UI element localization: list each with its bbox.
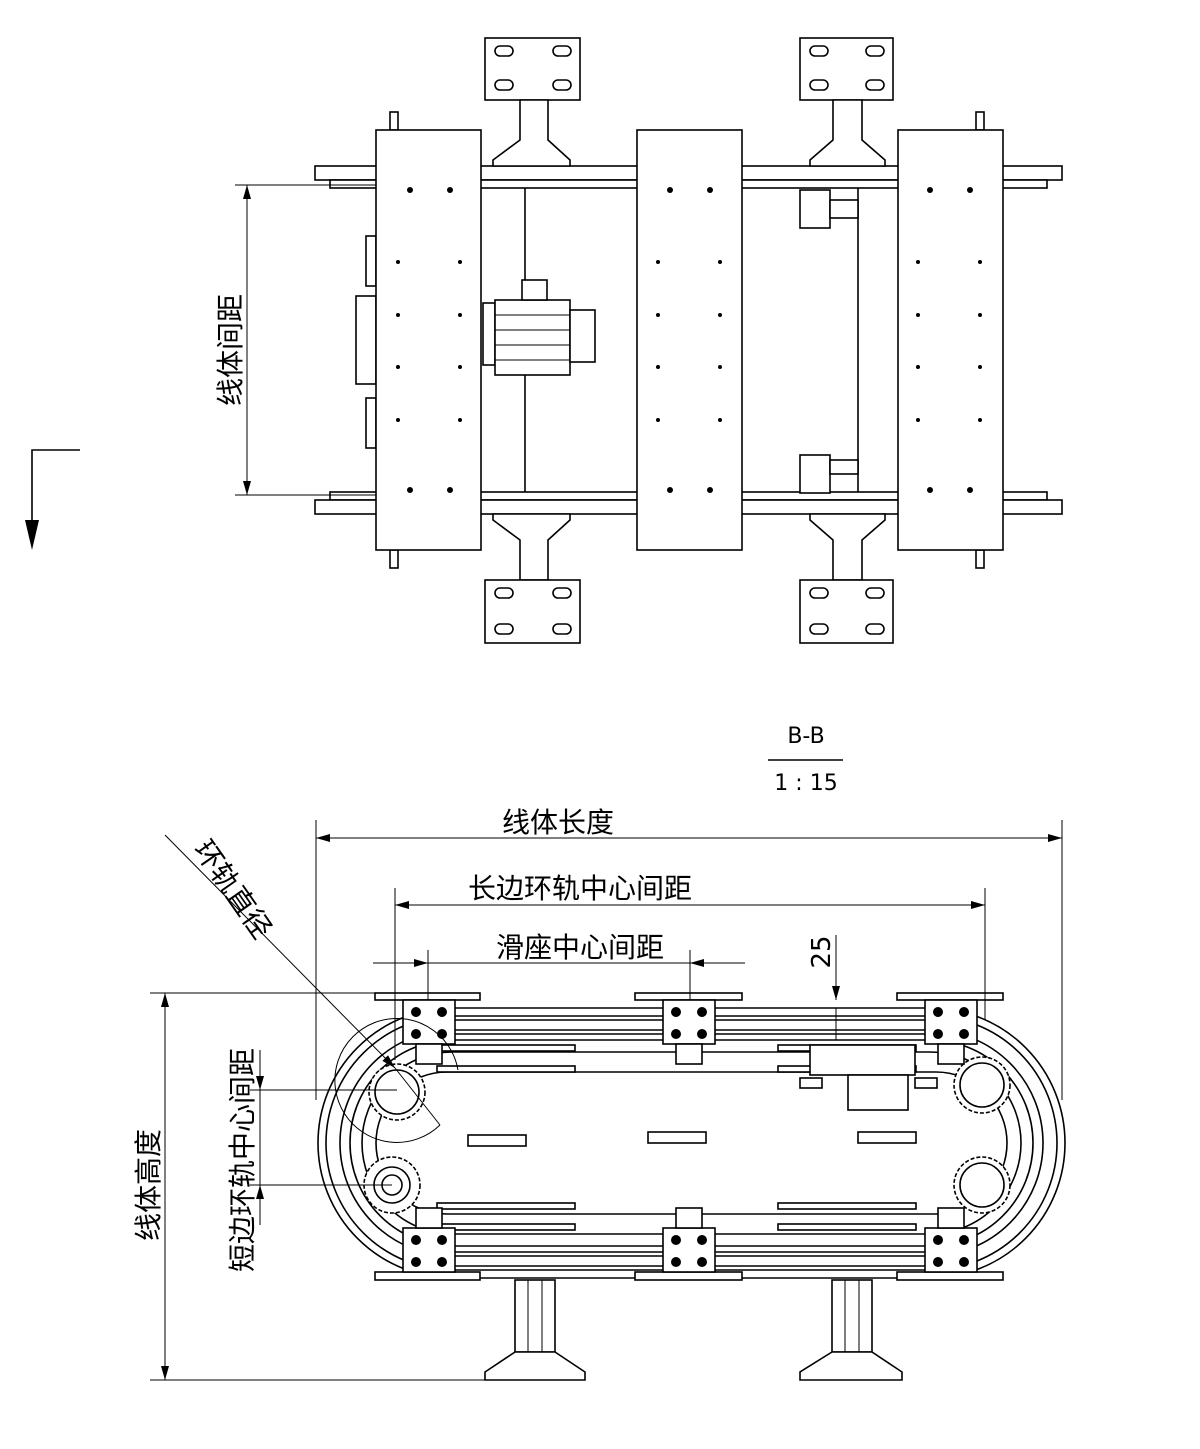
plate-hole bbox=[656, 418, 660, 422]
block-bolt bbox=[437, 1029, 447, 1039]
dim-line-length-label: 线体长度 bbox=[502, 806, 614, 839]
foot-lower-right bbox=[799, 513, 894, 644]
plate-hole bbox=[458, 260, 462, 264]
plate-hole bbox=[396, 313, 400, 317]
block-bolt bbox=[697, 1007, 707, 1017]
dim-rail-diameter-label: 环轨直径 bbox=[187, 834, 278, 945]
plate-hole bbox=[447, 487, 453, 493]
plate-hole bbox=[656, 365, 660, 369]
block-bolt bbox=[959, 1007, 969, 1017]
cylinder-assembly bbox=[799, 1044, 938, 1111]
block-bolt bbox=[411, 1029, 421, 1039]
block-bolt bbox=[437, 1257, 447, 1267]
block-bolt bbox=[437, 1007, 447, 1017]
plate-hole bbox=[916, 260, 920, 264]
plate-hole bbox=[447, 187, 453, 193]
block-bolt bbox=[697, 1029, 707, 1039]
section-scale: 1 : 15 bbox=[774, 771, 837, 796]
plate-hole bbox=[407, 487, 413, 493]
section-name: B-B bbox=[787, 724, 824, 749]
section-title: B-B 1 : 15 bbox=[768, 724, 843, 796]
dim-long-side-label: 长边环轨中心间距 bbox=[468, 872, 692, 905]
top-view: 线体间距 bbox=[25, 37, 1063, 644]
slider-blocks bbox=[374, 992, 1004, 1281]
plate-hole bbox=[458, 313, 462, 317]
dimensions: 线体长度 长边环轨中心间距 滑座中心间距 25 环轨直径 线体高度 短边环轨中心… bbox=[132, 806, 1063, 1381]
plate-hole bbox=[707, 487, 713, 493]
plate-hole bbox=[978, 260, 982, 264]
plate-hole bbox=[927, 487, 933, 493]
plate-hole bbox=[458, 418, 462, 422]
plate-hole bbox=[718, 313, 722, 317]
slider-plates bbox=[375, 129, 1004, 551]
plate-hole bbox=[396, 418, 400, 422]
block-bolt bbox=[933, 1235, 943, 1245]
block-bolt bbox=[671, 1235, 681, 1245]
block-bolt bbox=[959, 1235, 969, 1245]
plate-hole bbox=[916, 365, 920, 369]
block-bolt bbox=[697, 1235, 707, 1245]
plate-hole bbox=[978, 365, 982, 369]
dim-offset-label: 25 bbox=[807, 935, 837, 968]
plate-hole bbox=[407, 187, 413, 193]
block-bolt bbox=[437, 1235, 447, 1245]
block-bolt bbox=[411, 1235, 421, 1245]
block-bolt bbox=[933, 1257, 943, 1267]
block-bolt bbox=[959, 1257, 969, 1267]
block-bolt bbox=[959, 1029, 969, 1039]
plate-hole bbox=[916, 313, 920, 317]
plate-hole bbox=[396, 365, 400, 369]
plate-hole bbox=[927, 187, 933, 193]
plate-hole bbox=[916, 418, 920, 422]
dim-slider-center-label: 滑座中心间距 bbox=[496, 931, 664, 964]
block-bolt bbox=[671, 1007, 681, 1017]
block-bolt bbox=[411, 1257, 421, 1267]
plate-hole bbox=[707, 187, 713, 193]
foot-upper-left bbox=[484, 37, 581, 167]
plate-hole bbox=[718, 365, 722, 369]
block-bolt bbox=[671, 1257, 681, 1267]
block-bolt bbox=[697, 1257, 707, 1267]
block-bolt bbox=[411, 1007, 421, 1017]
plate-hole bbox=[718, 260, 722, 264]
dim-line-spacing-label: 线体间距 bbox=[214, 294, 247, 406]
plate-hole bbox=[967, 187, 973, 193]
plate-hole bbox=[718, 418, 722, 422]
plate-hole bbox=[656, 313, 660, 317]
block-bolt bbox=[933, 1029, 943, 1039]
front-view: 线体长度 长边环轨中心间距 滑座中心间距 25 环轨直径 线体高度 短边环轨中心… bbox=[132, 806, 1066, 1381]
block-bolt bbox=[933, 1007, 943, 1017]
section-arrow bbox=[25, 449, 80, 550]
plate-hole bbox=[978, 313, 982, 317]
servo-motor bbox=[482, 279, 596, 376]
foot-upper-right bbox=[799, 37, 894, 167]
plate-hole bbox=[978, 418, 982, 422]
dim-line-height-label: 线体高度 bbox=[132, 1129, 165, 1241]
dim-short-side-label: 短边环轨中心间距 bbox=[226, 1048, 259, 1272]
legs bbox=[484, 1279, 903, 1381]
plate-hole bbox=[656, 260, 660, 264]
plate-hole bbox=[396, 260, 400, 264]
foot-lower-left bbox=[484, 513, 581, 644]
plate-hole bbox=[458, 365, 462, 369]
plate-hole bbox=[967, 487, 973, 493]
plate-hole bbox=[667, 487, 673, 493]
plate-hole bbox=[667, 187, 673, 193]
block-bolt bbox=[671, 1029, 681, 1039]
